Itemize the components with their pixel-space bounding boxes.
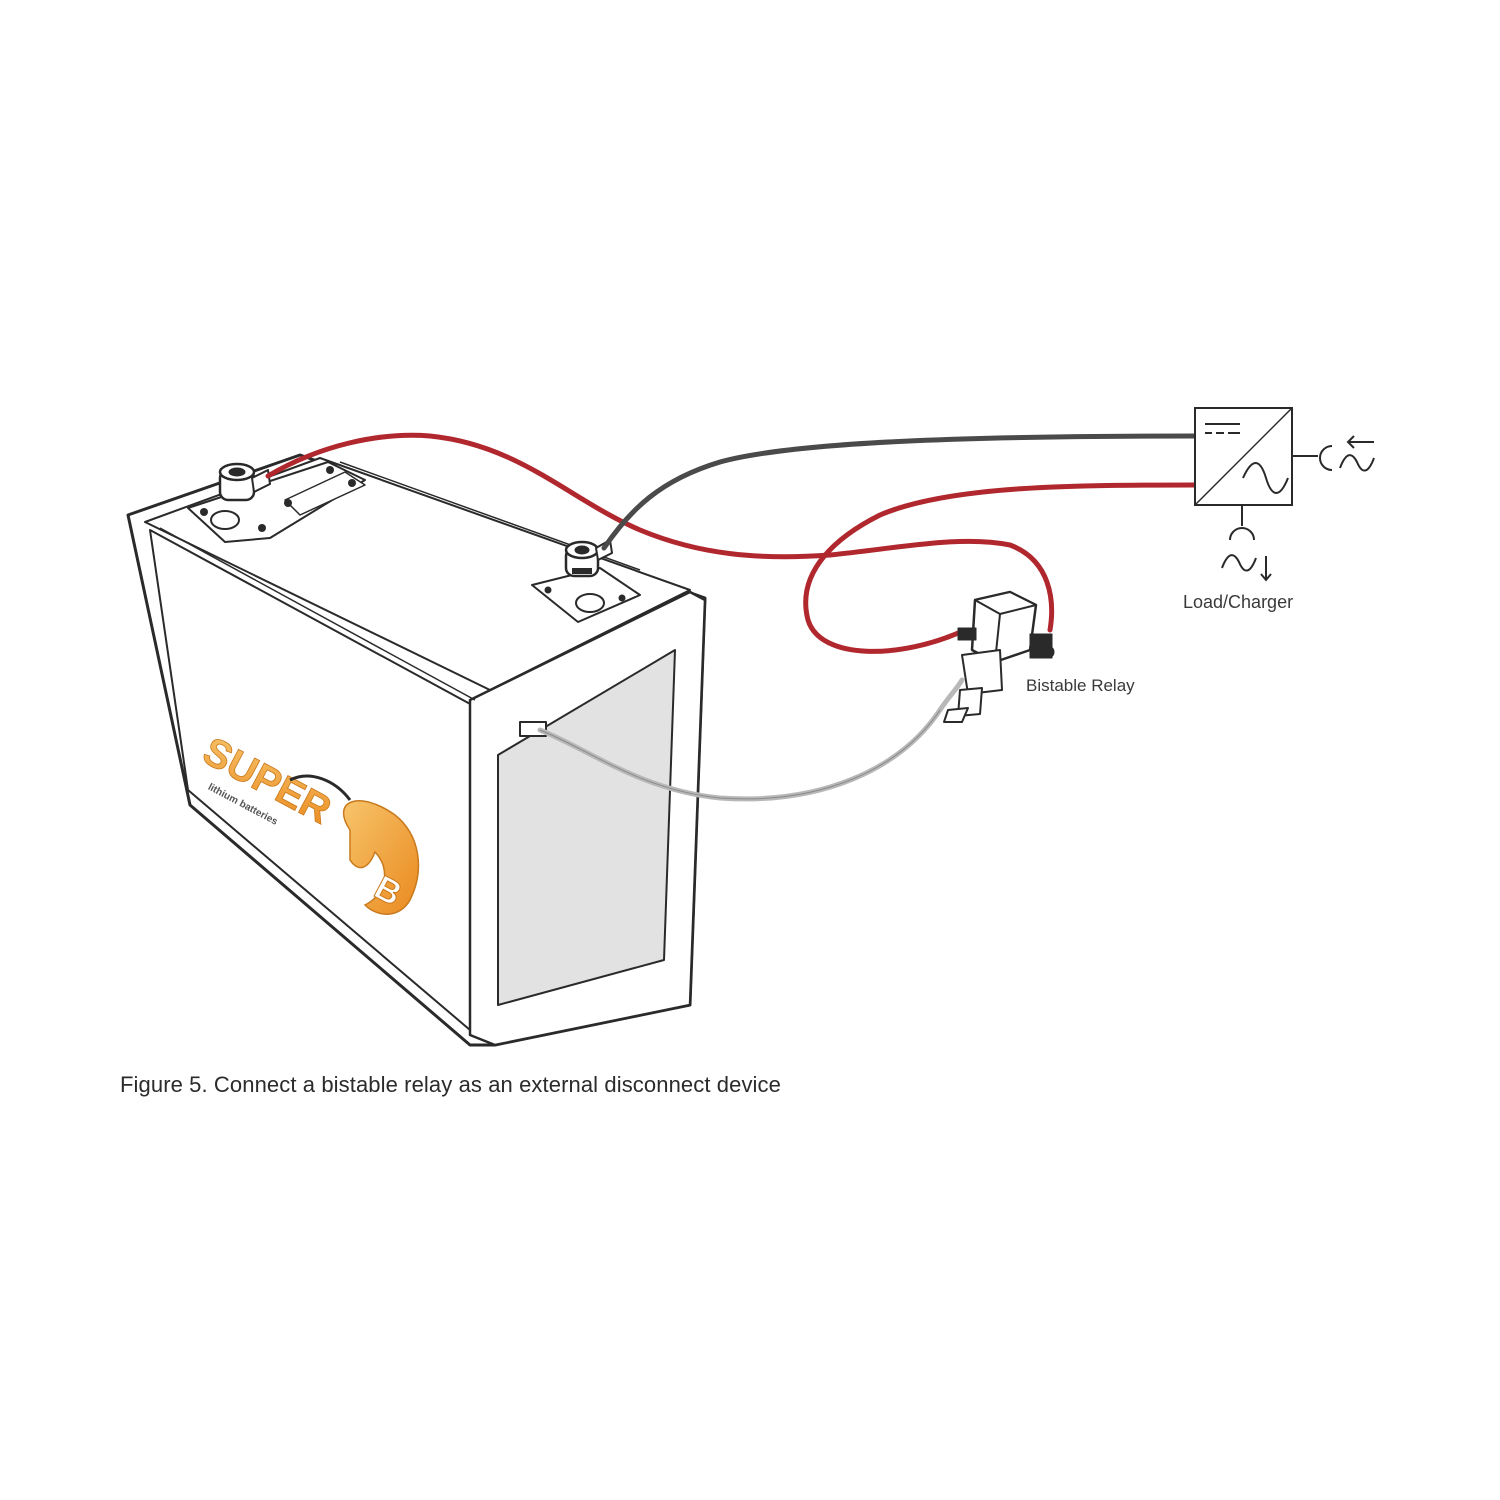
bistable-relay bbox=[943, 590, 1055, 723]
ac-source-icon bbox=[1339, 435, 1375, 472]
dc-ac-converter-icon bbox=[1194, 407, 1333, 506]
negative-cable bbox=[601, 433, 1198, 551]
terminal-positive bbox=[210, 462, 271, 530]
positive-cable-battery bbox=[265, 432, 1055, 633]
positive-cable-charger bbox=[803, 482, 1198, 654]
relay-label: Bistable Relay bbox=[1026, 676, 1135, 695]
load-charger-label: Load/Charger bbox=[1183, 592, 1294, 612]
figure-caption: Figure 5. Connect a bistable relay as an… bbox=[120, 1072, 781, 1097]
cover-plate bbox=[284, 471, 366, 516]
signal-port bbox=[519, 721, 547, 737]
battery-side-panel bbox=[497, 649, 676, 1006]
ac-load-icon bbox=[1221, 505, 1272, 582]
flame-icon bbox=[289, 774, 420, 915]
